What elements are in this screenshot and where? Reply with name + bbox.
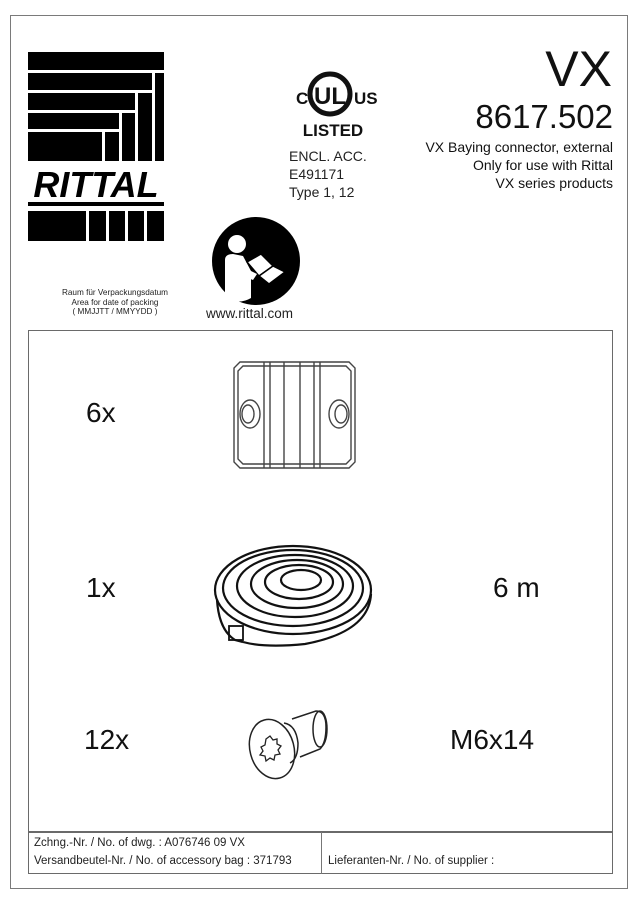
rittal-wordmark: RITTAL bbox=[33, 164, 158, 205]
packing-date-label-en: Area for date of packing bbox=[71, 297, 159, 307]
read-manual-icon bbox=[212, 217, 300, 305]
quantity-seal: 1x bbox=[86, 572, 116, 603]
seal-strip-coil-drawing bbox=[213, 544, 373, 647]
footer-divider bbox=[28, 831, 613, 833]
description-line: VX Baying connector, external bbox=[425, 139, 613, 155]
ul-listed-icon: C UL US LISTED bbox=[296, 71, 378, 140]
svg-text:LISTED: LISTED bbox=[303, 121, 363, 140]
packing-date-label-de: Raum für Verpackungsdatum bbox=[61, 288, 169, 297]
seal-length: 6 m bbox=[493, 572, 540, 603]
rittal-logo: RITTAL bbox=[28, 52, 164, 241]
svg-text:C: C bbox=[296, 89, 308, 108]
description-line: VX series products bbox=[495, 175, 614, 191]
cert-line-file: E491171 bbox=[289, 166, 345, 182]
label-frame bbox=[10, 15, 628, 889]
quantity-screw: 12x bbox=[84, 724, 130, 755]
drawing-number: Zchng.-Nr. / No. of dwg. : A076746 09 VX bbox=[34, 837, 245, 849]
cert-line-type: Type 1, 12 bbox=[289, 184, 355, 200]
accessory-bag-number: Versandbeutel-Nr. / No. of accessory bag… bbox=[34, 855, 292, 867]
website-url[interactable]: www.rittal.com bbox=[206, 306, 294, 321]
svg-text:UL: UL bbox=[314, 83, 346, 110]
contents-box bbox=[28, 330, 613, 874]
description-line: Only for use with Rittal bbox=[472, 157, 613, 173]
svg-text:US: US bbox=[354, 89, 378, 108]
countersunk-screw-drawing bbox=[248, 710, 328, 780]
packing-date-format: ( MMJJTT / MMYYDD ) bbox=[72, 307, 158, 316]
product-line: VX bbox=[545, 41, 612, 97]
screw-size: M6x14 bbox=[450, 724, 535, 755]
supplier-number: Lieferanten-Nr. / No. of supplier : bbox=[328, 855, 495, 867]
cert-line-encl: ENCL. ACC. bbox=[289, 148, 367, 164]
footer-column-divider bbox=[321, 832, 322, 874]
quantity-clamp: 6x bbox=[86, 397, 116, 428]
part-number: 8617.502 bbox=[475, 98, 613, 135]
baying-clamp-drawing bbox=[233, 361, 356, 469]
